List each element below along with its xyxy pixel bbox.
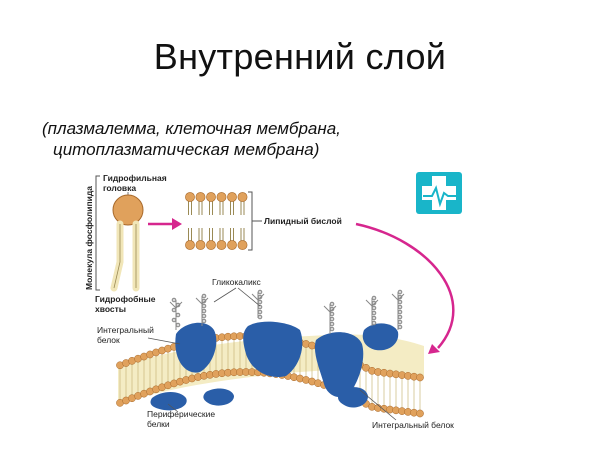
hydrophilic-label-1: Гидрофильная bbox=[103, 173, 167, 183]
slide-title: Внутренний слой bbox=[153, 36, 447, 77]
subtitle-line-1: (плазмалемма, клеточная мембрана, bbox=[42, 119, 341, 138]
peripheral-protein-1 bbox=[150, 392, 187, 411]
integral-protein-left bbox=[175, 322, 217, 373]
integral-protein-center bbox=[243, 321, 303, 378]
peripheral-proteins-label-1: Периферические bbox=[147, 409, 215, 419]
glycocalyx-label: Гликокаликс bbox=[212, 277, 262, 287]
integral-protein-right bbox=[314, 332, 364, 398]
integral-protein-label-2: белок bbox=[97, 335, 120, 345]
peripheral-protein-3 bbox=[338, 387, 368, 408]
peripheral-protein-2 bbox=[203, 388, 234, 406]
hydrophobic-label-2: хвосты bbox=[95, 304, 126, 314]
peripheral-proteins-label-2: белки bbox=[147, 419, 170, 429]
arrow-to-bilayer bbox=[148, 218, 182, 230]
slide-subtitle: (плазмалемма, клеточная мембрана, цитопл… bbox=[42, 118, 341, 160]
hydrophilic-label-2: головка bbox=[103, 183, 136, 193]
lipid-bilayer-label: Липидный бислой bbox=[264, 216, 342, 226]
phospholipid-molecule bbox=[110, 192, 144, 292]
hydrophobic-label-1: Гидрофобные bbox=[95, 294, 156, 304]
molecule-label: Молекула фосфолипида bbox=[84, 186, 94, 290]
curved-arrow bbox=[355, 222, 455, 354]
integral-protein-label-1: Интегральный bbox=[97, 325, 154, 335]
subtitle-line-2: цитоплазматическая мембрана) bbox=[53, 140, 320, 159]
integral-protein-right-label: Интегральный белок bbox=[372, 420, 454, 430]
plasma-membrane bbox=[116, 289, 424, 418]
integral-protein-far-right bbox=[362, 323, 399, 351]
lipid-bilayer-small bbox=[185, 192, 248, 250]
medical-cross-icon bbox=[416, 172, 462, 214]
